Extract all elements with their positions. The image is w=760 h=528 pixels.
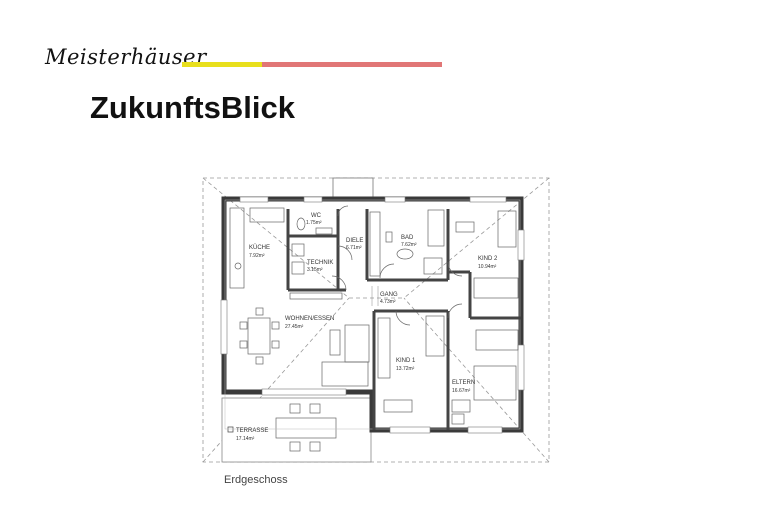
room-name-kind1: KIND 1 [396, 358, 416, 364]
room-name-kind2: KIND 2 [478, 256, 498, 262]
room-name-terrasse: TERRASSE [236, 428, 268, 434]
room-area-wohnen: 27.45m² [285, 324, 304, 330]
terrace [221, 397, 372, 463]
chimney [332, 177, 374, 199]
room-name-wohnen: WOHNEN/ESSEN [285, 316, 334, 322]
windows [220, 196, 525, 434]
room-area-diele: 6.71m² [346, 245, 362, 251]
room-name-wc: WC [311, 213, 322, 219]
brand-bar-yellow [182, 62, 262, 67]
room-area-kind1: 13.72m² [396, 366, 415, 372]
room-area-terrasse: 17.14m² [236, 436, 255, 442]
room-area-eltern: 16.67m² [452, 388, 471, 394]
room-name-technik: TECHNIK [307, 260, 333, 266]
room-area-kind2: 10.94m² [478, 264, 497, 270]
brand-bar-red [262, 62, 442, 67]
floor-label: Erdgeschoss [224, 474, 288, 486]
room-name-bad: BAD [401, 235, 414, 241]
interior-walls [286, 209, 521, 430]
room-name-gang: GANG [380, 292, 398, 298]
brand-logo-text: Meisterhäuser [45, 45, 207, 69]
furniture [229, 207, 519, 425]
room-area-gang: 4.73m² [380, 299, 396, 305]
room-area-wc: 1.75m² [306, 220, 322, 226]
stair-marks [371, 286, 379, 306]
room-name-eltern: ELTERN [452, 380, 475, 386]
room-labels: WC 1.75m² KÜCHE 7.92m² TECHNIK 3.15m² DI… [236, 213, 498, 442]
page-title: ZukunftsBlick [90, 90, 295, 125]
room-area-bad: 7.62m² [401, 242, 417, 248]
doors [331, 205, 463, 326]
room-name-kueche: KÜCHE [249, 244, 270, 251]
room-area-technik: 3.15m² [307, 267, 323, 273]
room-area-kueche: 7.92m² [249, 253, 265, 259]
room-name-diele: DIELE [346, 238, 363, 244]
